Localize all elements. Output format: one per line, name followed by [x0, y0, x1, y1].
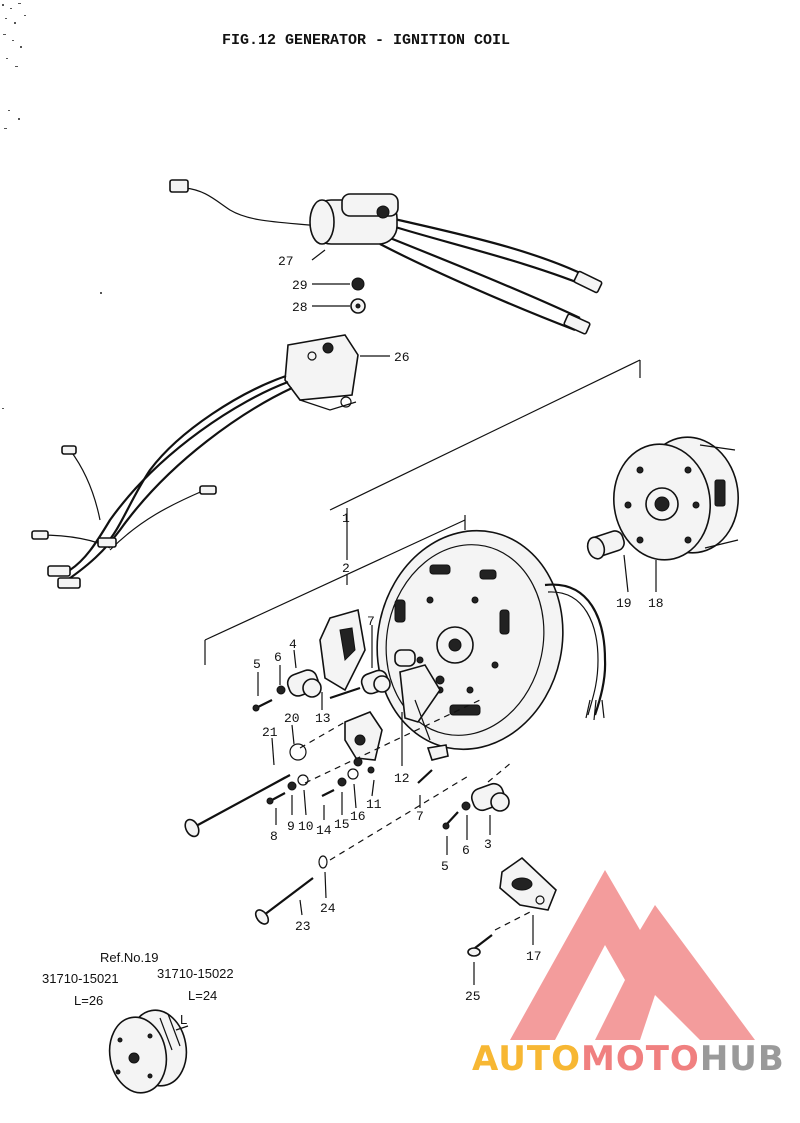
washer-28 [350, 298, 366, 314]
assembly-lines [299, 699, 531, 931]
screw-8 [266, 792, 286, 805]
callout-12: 12 [394, 771, 410, 786]
grommet-17 [499, 856, 557, 911]
ref-part-a: 31710-15021 [42, 971, 119, 986]
figure-title: FIG.12 GENERATOR - IGNITION COIL [222, 32, 510, 49]
callout-20: 20 [284, 711, 300, 726]
callout-3: 3 [484, 837, 492, 852]
ignition-coil [169, 179, 603, 335]
screw-14 [321, 789, 335, 797]
callout-1: 1 [342, 511, 350, 526]
callout-6b: 6 [462, 843, 470, 858]
governor-plate-13 [319, 608, 366, 692]
clip-20 [289, 743, 307, 761]
watermark-auto: AUTO [472, 1039, 581, 1079]
watermark-moto: MOTO [581, 1039, 700, 1079]
callout-25: 25 [465, 989, 481, 1004]
pin-24 [318, 855, 328, 869]
watermark-text: AUTOMOTOHUB [472, 1039, 785, 1079]
callout-5b: 5 [441, 859, 449, 874]
callout-13: 13 [315, 711, 331, 726]
coil-3 [470, 761, 513, 812]
washer-6b [461, 801, 471, 811]
leader-lines [257, 249, 657, 985]
screw-5b [442, 811, 459, 830]
coil-7a [329, 649, 416, 700]
callout-4: 4 [289, 637, 297, 652]
callout-7b: 7 [416, 809, 424, 824]
watermark-logo [510, 870, 755, 1040]
washer-10 [297, 774, 309, 786]
callout-9: 9 [287, 819, 295, 834]
bolt-21 [184, 774, 291, 838]
ref-dim-label: L [180, 1012, 187, 1027]
washer-6a [276, 685, 286, 695]
ref-part-b: 31710-15022 [157, 966, 234, 981]
callout-6a: 6 [274, 650, 282, 665]
callout-24: 24 [320, 901, 336, 916]
rotor [612, 436, 740, 561]
rotor-key-19 [586, 530, 625, 560]
callout-17: 17 [526, 949, 542, 964]
bolt-23 [254, 877, 314, 925]
rotor-key-detail: L [108, 1009, 189, 1094]
callout-16: 16 [350, 809, 366, 824]
callout-26: 26 [394, 350, 410, 365]
cam-plate-11 [344, 711, 383, 774]
callout-21: 21 [262, 725, 278, 740]
scan-noise [2, 3, 102, 409]
callout-11: 11 [366, 797, 382, 812]
callout-7a: 7 [367, 614, 375, 629]
screw-7b [417, 769, 433, 784]
reference-note: Ref.No.19 31710-15021 31710-15022 L=26 L… [42, 950, 234, 1008]
cdi-unit [31, 334, 359, 589]
coil-4 [286, 669, 322, 698]
callout-28: 28 [292, 300, 308, 315]
callout-18: 18 [648, 596, 664, 611]
screw-25 [467, 934, 493, 957]
washer-15 [337, 777, 347, 787]
callout-5a: 5 [253, 657, 261, 672]
nut-29 [351, 277, 365, 291]
callout-15: 15 [334, 817, 350, 832]
logo-triangle [510, 870, 755, 1040]
washer-9 [287, 781, 297, 791]
ref-length-b: L=24 [188, 988, 217, 1003]
assembly-brackets [204, 359, 641, 665]
ref-heading: Ref.No.19 [100, 950, 159, 965]
screw-5a [252, 699, 273, 712]
watermark-hub: HUB [700, 1039, 785, 1079]
callout-27: 27 [278, 254, 294, 269]
callout-14: 14 [316, 823, 332, 838]
callout-10: 10 [298, 819, 314, 834]
callout-29: 29 [292, 278, 308, 293]
callout-8: 8 [270, 829, 278, 844]
ref-length-a: L=26 [74, 993, 103, 1008]
logo-inner [555, 945, 700, 1040]
callout-19: 19 [616, 596, 632, 611]
stator-plate [376, 529, 607, 761]
callout-2: 2 [342, 561, 350, 576]
washer-16 [347, 768, 359, 780]
callout-23: 23 [295, 919, 311, 934]
